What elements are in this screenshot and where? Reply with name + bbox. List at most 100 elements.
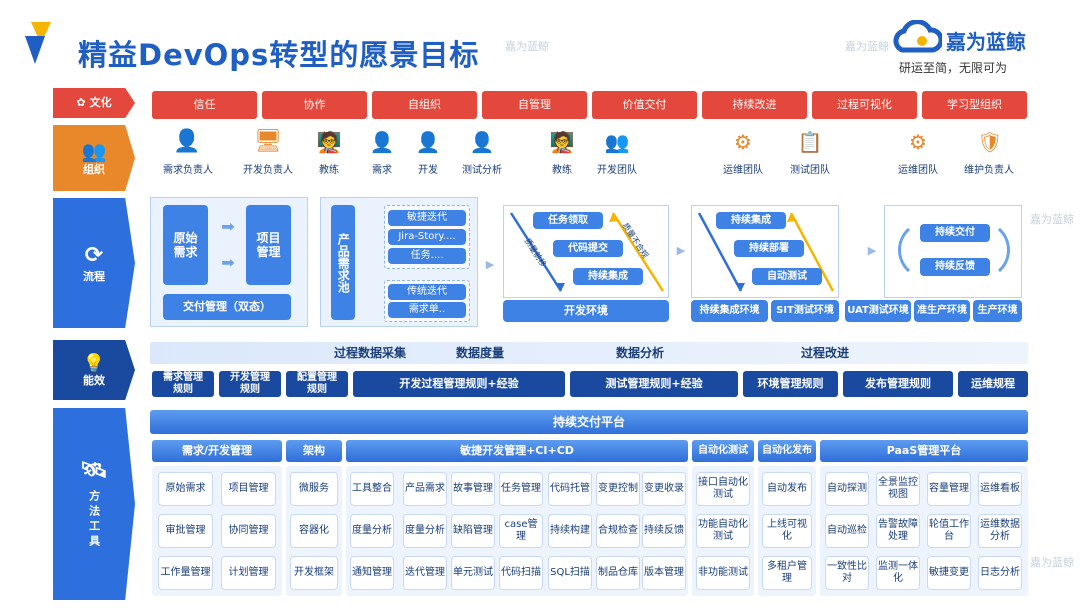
tool-tile: 开发框架	[290, 556, 338, 590]
band-label: 数据分析	[615, 345, 664, 360]
tool-tile: 版本管理	[642, 556, 686, 590]
person-icon: 👤	[469, 130, 495, 154]
shield-person-icon: 🛡	[977, 130, 1003, 154]
tool-tile: 监测一体化	[876, 556, 920, 590]
demand-pool-box: 产品需求池	[331, 205, 355, 320]
culture-pill: 自管理	[482, 91, 587, 119]
tool-tile: 容器化	[290, 514, 338, 548]
tool-tile: 变更控制	[596, 472, 640, 506]
chevron-right-icon: ▶	[867, 244, 877, 258]
person-icon: 👤	[173, 128, 201, 154]
band-label: 过程改进	[800, 345, 849, 360]
tool-tile: 工作量管理	[158, 556, 213, 590]
org-role: 测试分析	[462, 165, 502, 176]
tool-tile: 缺陷管理	[451, 514, 495, 548]
org-role: 开发	[418, 165, 438, 176]
tool-tile: 多租户管理	[762, 556, 812, 590]
tool-tile: 运维看板	[978, 472, 1022, 506]
rule-box: 运维规程	[958, 371, 1028, 397]
preprod-env-box: 准生产环境	[914, 300, 970, 322]
traditional-box: 传统迭代	[388, 284, 466, 300]
tool-tile: 工具整合	[350, 472, 394, 506]
tool-tile: 审批管理	[158, 514, 213, 548]
category-header: 需求/开发管理	[152, 440, 282, 462]
tool-tile: 敏捷变更	[927, 556, 971, 590]
culture-pill: 信任	[152, 91, 257, 119]
tool-tile: SQL扫描	[548, 556, 592, 590]
ci-step-box: 持续部署	[734, 240, 804, 257]
tool-tile: 任务管理	[499, 472, 543, 506]
tool-tile: 度量分析	[350, 514, 394, 548]
category-header: 自动化发布	[758, 440, 816, 462]
culture-pill: 过程可视化	[812, 91, 917, 119]
org-role: 需求	[372, 165, 392, 176]
uat-env-box: UAT测试环境	[845, 300, 911, 322]
tool-tile: 合规检查	[596, 514, 640, 548]
tool-tile: 容量管理	[927, 472, 971, 506]
watermark: 嘉为蓝鲸	[845, 40, 889, 53]
tool-tile: 上线可视化	[762, 514, 812, 548]
tool-tile: 微服务	[290, 472, 338, 506]
watermark: 嘉为蓝鲸	[1030, 213, 1074, 226]
cycle-arrows-icon	[895, 215, 1013, 285]
category-header: PaaS管理平台	[820, 440, 1028, 462]
monitor-icon: 🖥	[254, 128, 282, 154]
cd-step-box: 持续反馈	[920, 258, 990, 276]
tool-tile: 变更收录	[642, 472, 686, 506]
band-label: 数据度量	[455, 345, 504, 360]
watermark: 嘉为蓝鲸	[505, 40, 549, 53]
platform-bar: 持续交付平台	[150, 410, 1028, 434]
tool-tile: 协同管理	[221, 514, 276, 548]
project-mgmt-box: 项目管理	[246, 205, 291, 285]
tool-tile: 非功能测试	[696, 556, 750, 590]
brand-mark-icon	[25, 22, 57, 64]
tool-tile: 自动探测	[825, 472, 869, 506]
quality-arrows-icon	[691, 205, 839, 298]
tool-tile: 自动发布	[762, 472, 812, 506]
org-role: 运维团队	[898, 165, 938, 176]
tool-tile: 接口自动化测试	[696, 472, 750, 506]
person-icon: 👤	[369, 130, 395, 154]
data-band	[150, 342, 1028, 364]
sit-env-box: SIT测试环境	[771, 300, 839, 322]
tool-tile: 运维数据分析	[978, 514, 1022, 548]
culture-pill: 自组织	[372, 91, 477, 119]
culture-pill: 学习型组织	[922, 91, 1027, 119]
tool-tile: 故事管理	[451, 472, 495, 506]
rule-box: 环境管理规则	[743, 371, 838, 397]
row-label-culture: ✿文化	[53, 88, 135, 118]
chevron-right-icon: ▶	[676, 244, 686, 258]
tool-grid: 原始需求 项目管理 审批管理 协同管理 工作量管理 计划管理 微服务 容器化 开…	[150, 466, 1030, 600]
tool-tile: case管理	[499, 514, 543, 548]
category-header: 架构	[286, 440, 342, 462]
page-title: 精益DevOps转型的愿景目标	[78, 38, 480, 72]
row-label-methods: 🛰方法工具	[53, 408, 135, 600]
tool-tile: 产品需求	[403, 472, 447, 506]
org-role: 需求负责人	[163, 165, 213, 176]
tool-tile: 通知管理	[350, 556, 394, 590]
tool-tile: 告警故障处理	[876, 514, 920, 548]
culture-pill: 价值交付	[592, 91, 697, 119]
category-header: 自动化测试	[692, 440, 754, 462]
arrow-icon: ➡	[221, 217, 235, 237]
tool-tile: 轮值工作台	[927, 514, 971, 548]
tool-tile: 功能自动化测试	[696, 514, 750, 548]
cd-step-box: 持续交付	[920, 224, 990, 242]
org-role: 教练	[319, 165, 339, 176]
board-icon: 📋	[797, 130, 823, 154]
tool-tile: 项目管理	[221, 472, 276, 506]
org-role: 测试团队	[790, 165, 830, 176]
quality-arrows-icon	[503, 205, 669, 298]
rule-box: 开发过程管理规则+经验	[353, 371, 565, 397]
prod-env-box: 生产环境	[973, 300, 1022, 322]
tool-tile: 自动巡检	[825, 514, 869, 548]
coach-icon: 🧑‍🏫	[316, 130, 342, 154]
tool-tile: 持续构建	[548, 514, 592, 548]
culture-pill: 协作	[262, 91, 367, 119]
org-roles: 👤 需求负责人 🖥 开发负责人 🧑‍🏫 教练 👤 需求 👤 开发 👤 测试分析 …	[150, 125, 1030, 185]
tool-tile: 持续反馈	[642, 514, 686, 548]
dev-env-box: 开发环境	[503, 300, 669, 322]
demand-list-box: 需求单..	[388, 302, 466, 318]
rule-box: 发布管理规则	[843, 371, 953, 397]
coach-icon: 🧑‍🏫	[549, 130, 575, 154]
